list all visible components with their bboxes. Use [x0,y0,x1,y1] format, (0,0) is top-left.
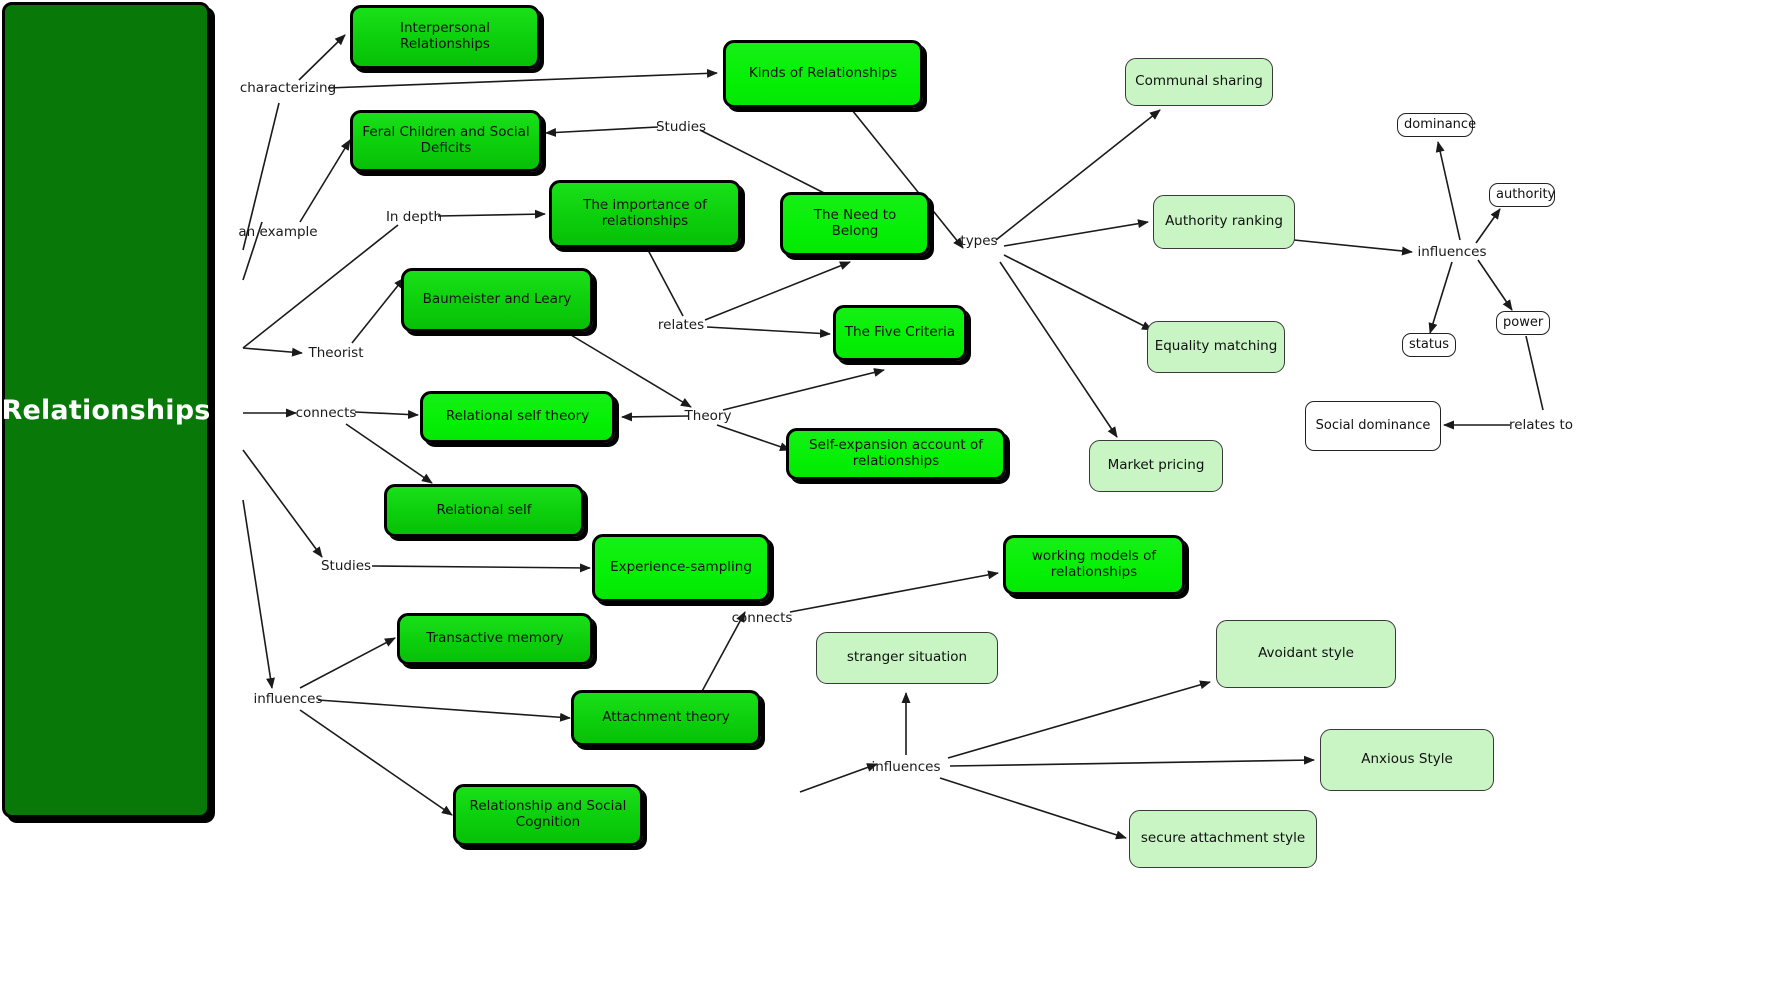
node-status[interactable]: status [1402,333,1456,357]
link-label-text: types [960,233,998,249]
link-label-text: characterizing [239,80,337,96]
node-label: Authority ranking [1165,213,1283,230]
node-label: Self-expansion account of relationships [809,437,983,469]
link-label-connects-left[interactable]: connects [296,405,357,421]
node-social-dominance[interactable]: Social dominance [1305,401,1441,451]
link-label-text: relates [657,317,705,333]
node-label: Communal sharing [1135,73,1263,90]
node-label: status [1409,336,1449,352]
node-communal-sharing[interactable]: Communal sharing [1125,58,1273,106]
node-avoidant-style[interactable]: Avoidant style [1216,620,1396,688]
node-power[interactable]: power [1496,311,1550,335]
node-market-pricing[interactable]: Market pricing [1089,440,1223,492]
node-self-expansion-account-of-relationships[interactable]: Self-expansion account of relationships [786,428,1006,480]
node-label: dominance [1404,116,1477,132]
link-label-theorist[interactable]: Theorist [309,345,364,361]
node-secure-attachment-style[interactable]: secure attachment style [1129,810,1317,868]
link-label-text: Studies [655,119,707,135]
node-relationship-and-social-cognition[interactable]: Relationship and Social Cognition [453,784,643,846]
link-label-relates[interactable]: relates [658,317,704,333]
node-label: Relationship and Social Cognition [469,798,627,830]
link-label-text: influences [253,691,323,707]
node-label: secure attachment style [1140,830,1306,847]
node-label: The Need to Belong [813,207,897,239]
link-label-text: In depth [385,209,443,225]
node-relational-self[interactable]: Relational self [384,484,584,537]
node-label: Baumeister and Leary [422,291,572,308]
link-label-text: connects [731,610,793,626]
node-label: authority [1496,186,1556,202]
node-anxious-style[interactable]: Anxious Style [1320,729,1494,791]
node-the-need-to-belong[interactable]: The Need to Belong [780,192,930,256]
link-label-text: an example [238,224,318,240]
node-label: Relational self [436,501,532,518]
link-label-text: influences [871,759,941,775]
node-stranger-situation[interactable]: stranger situation [816,632,998,684]
link-label-text: Theory [684,408,732,424]
link-label-studies-left[interactable]: Studies [321,558,371,574]
node-label: Anxious Style [1361,751,1453,768]
node-the-five-criteria[interactable]: The Five Criteria [833,305,967,361]
node-experience-sampling[interactable]: Experience-sampling [592,534,770,602]
node-label: Transactive memory [426,630,564,647]
link-label-studies-top[interactable]: Studies [656,119,706,135]
node-label: Social dominance [1315,417,1431,433]
node-interpersonal-relationships[interactable]: Interpersonal Relationships [350,5,540,69]
link-label-text: connects [295,405,357,421]
root-concept-label: Relationships [1,394,211,426]
link-label-text: relates to [1508,417,1574,433]
node-label: Equality matching [1154,338,1278,355]
link-label-influences-right[interactable]: influences [1418,244,1487,260]
node-label: stranger situation [846,649,968,666]
node-label: working models of relationships [1031,548,1157,580]
node-label: Attachment theory [602,709,730,726]
node-label: The Five Criteria [844,324,956,341]
node-the-importance-of-relationships[interactable]: The importance of relationships [549,180,741,248]
node-label: Experience-sampling [610,559,752,576]
node-label: Feral Children and Social Deficits [362,124,530,156]
node-relational-self-theory[interactable]: Relational self theory [420,391,615,443]
link-label-connects-mid[interactable]: connects [732,610,793,626]
node-kinds-of-relationships[interactable]: Kinds of Relationships [723,40,923,108]
node-label: power [1503,314,1544,330]
link-label-text: Studies [320,558,372,574]
node-transactive-memory[interactable]: Transactive memory [397,613,593,665]
link-label-text: influences [1417,244,1487,260]
node-authority[interactable]: authority [1489,183,1555,207]
node-baumeister-and-leary[interactable]: Baumeister and Leary [401,268,593,332]
root-concept-relationships[interactable]: Relationships [1,2,211,818]
link-label-influences-left[interactable]: influences [254,691,323,707]
node-working-models-of-relationships[interactable]: working models of relationships [1003,535,1185,595]
link-label-characterizing[interactable]: characterizing [240,80,336,96]
node-dominance[interactable]: dominance [1397,113,1477,137]
link-label-in-depth[interactable]: In depth [386,209,442,225]
node-label: Kinds of Relationships [748,65,898,82]
node-label: Relational self theory [445,408,590,425]
node-feral-children-and-social-deficits[interactable]: Feral Children and Social Deficits [350,110,542,172]
node-label: Avoidant style [1258,645,1354,662]
link-label-theory[interactable]: Theory [685,408,732,424]
link-label-influences-bottom[interactable]: influences [872,759,941,775]
node-attachment-theory[interactable]: Attachment theory [571,690,761,746]
link-label-an-example[interactable]: an example [238,224,317,240]
node-label: Market pricing [1107,457,1205,474]
node-equality-matching[interactable]: Equality matching [1147,321,1285,373]
node-label: The importance of relationships [583,197,707,229]
node-label: Interpersonal Relationships [400,20,490,52]
node-authority-ranking[interactable]: Authority ranking [1153,195,1295,249]
link-label-relates-to[interactable]: relates to [1509,417,1573,433]
link-label-types[interactable]: types [960,233,997,249]
link-label-text: Theorist [308,345,364,361]
